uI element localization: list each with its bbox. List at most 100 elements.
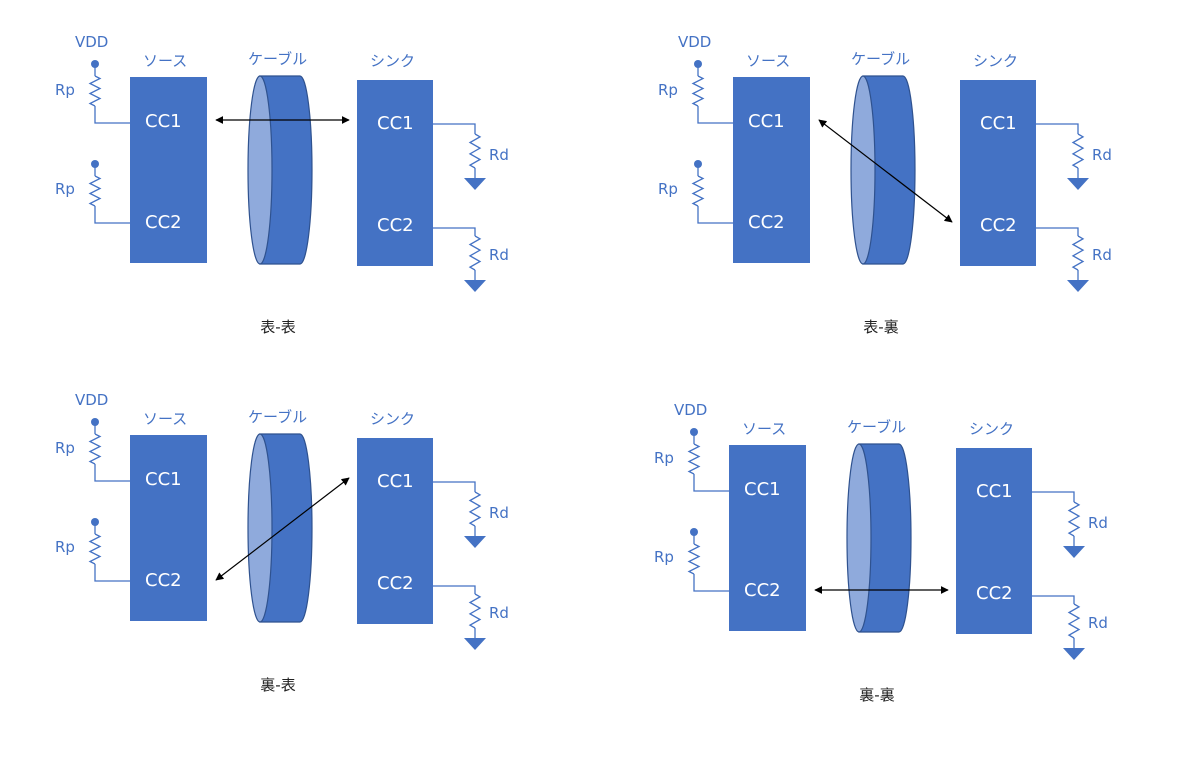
sink-label: シンク xyxy=(969,420,1014,438)
rp1-resistor xyxy=(88,75,102,107)
ground-2-icon xyxy=(464,280,486,292)
ground-2-icon xyxy=(464,638,486,650)
sink-block xyxy=(357,80,433,266)
sink-label: シンク xyxy=(370,52,415,70)
source-label: ソース xyxy=(143,410,187,428)
rp1-resistor xyxy=(691,75,705,107)
cable-label: ケーブル xyxy=(248,50,307,68)
rd1-label: Rd xyxy=(1092,146,1112,164)
vdd-label: VDD xyxy=(674,401,707,419)
rd1-wire-top xyxy=(1036,123,1079,134)
rp2-label: Rp xyxy=(55,180,75,198)
connection-arrow xyxy=(818,119,953,223)
source-block xyxy=(130,77,207,263)
rd1-resistor xyxy=(468,491,482,527)
panel-caption: 表-表 xyxy=(260,318,295,336)
sink-cc2-label: CC2 xyxy=(980,215,1017,236)
sink-cc1-label: CC1 xyxy=(377,113,414,134)
ground-1-icon xyxy=(464,536,486,548)
panel-1: VDDソースCC1CC2RpRpケーブルシンクCC1CC2RdRd表-表 xyxy=(55,33,509,336)
sink-cc1-label: CC1 xyxy=(976,481,1013,502)
rp1-wire-cc1 xyxy=(693,474,729,492)
rp2-wire-cc2 xyxy=(697,206,733,224)
rp1-label: Rp xyxy=(654,449,674,467)
cable-label: ケーブル xyxy=(248,408,307,426)
rd2-resistor xyxy=(468,593,482,629)
vdd-label: VDD xyxy=(75,33,108,51)
cable-label: ケーブル xyxy=(847,418,906,436)
sink-cc1-label: CC1 xyxy=(980,113,1017,134)
sink-block xyxy=(956,448,1032,634)
rp1-wire-cc1 xyxy=(697,106,733,124)
sink-cc1-label: CC1 xyxy=(377,471,414,492)
sink-label: シンク xyxy=(973,52,1018,70)
source-cc1-label: CC1 xyxy=(145,111,182,132)
rp2-label: Rp xyxy=(658,180,678,198)
source-label: ソース xyxy=(143,52,187,70)
ground-1-icon xyxy=(1063,546,1085,558)
ground-1-icon xyxy=(464,178,486,190)
rp1-wire-cc1 xyxy=(94,464,130,482)
rp2-resistor xyxy=(88,533,102,565)
sink-block xyxy=(960,80,1036,266)
rp2-resistor xyxy=(687,543,701,575)
connection-arrow xyxy=(215,477,350,581)
rd1-label: Rd xyxy=(1088,514,1108,532)
source-cc2-label: CC2 xyxy=(748,212,785,233)
rd1-resistor xyxy=(1071,133,1085,169)
rp1-wire-cc1 xyxy=(94,106,130,124)
sink-cc2-label: CC2 xyxy=(377,215,414,236)
rd2-wire-top xyxy=(1032,595,1075,604)
panel-caption: 裏-裏 xyxy=(859,686,894,704)
source-block xyxy=(733,77,810,263)
rp2-wire-cc2 xyxy=(94,564,130,582)
rd2-resistor xyxy=(1071,235,1085,271)
ground-2-icon xyxy=(1067,280,1089,292)
rd1-resistor xyxy=(1067,501,1081,537)
cable-face xyxy=(247,75,273,265)
rd2-label: Rd xyxy=(1092,246,1112,264)
rd2-resistor xyxy=(1067,603,1081,639)
source-cc1-label: CC1 xyxy=(744,479,781,500)
vdd-label: VDD xyxy=(678,33,711,51)
rp2-wire-cc2 xyxy=(693,574,729,592)
sink-cc2-label: CC2 xyxy=(976,583,1013,604)
vdd-label: VDD xyxy=(75,391,108,409)
rd1-label: Rd xyxy=(489,146,509,164)
source-cc2-label: CC2 xyxy=(744,580,781,601)
source-block xyxy=(729,445,806,631)
cable-face xyxy=(247,433,273,623)
rp1-resistor xyxy=(88,433,102,465)
source-label: ソース xyxy=(746,52,790,70)
rp2-resistor xyxy=(691,175,705,207)
sink-label: シンク xyxy=(370,410,415,428)
rp2-resistor xyxy=(88,175,102,207)
rd2-wire-top xyxy=(433,585,476,594)
panel-caption: 表-裏 xyxy=(863,318,898,336)
source-cc1-label: CC1 xyxy=(145,469,182,490)
rd1-wire-top xyxy=(1032,491,1075,502)
ground-1-icon xyxy=(1067,178,1089,190)
rd2-label: Rd xyxy=(1088,614,1108,632)
rp1-label: Rp xyxy=(55,81,75,99)
source-block xyxy=(130,435,207,621)
cable-body xyxy=(858,443,912,633)
rd2-resistor xyxy=(468,235,482,271)
sink-cc2-label: CC2 xyxy=(377,573,414,594)
rd2-wire-top xyxy=(433,227,476,236)
rd1-wire-top xyxy=(433,123,476,134)
rp1-label: Rp xyxy=(55,439,75,457)
rd2-label: Rd xyxy=(489,246,509,264)
panel-caption: 裏-表 xyxy=(260,676,295,694)
sink-block xyxy=(357,438,433,624)
source-cc2-label: CC2 xyxy=(145,212,182,233)
cable-face xyxy=(850,75,876,265)
rp2-label: Rp xyxy=(55,538,75,556)
source-label: ソース xyxy=(742,420,786,438)
source-cc2-label: CC2 xyxy=(145,570,182,591)
panel-3: VDDソースCC1CC2RpRpケーブルシンクCC1CC2RdRd裏-表 xyxy=(55,391,509,694)
rp1-label: Rp xyxy=(658,81,678,99)
rd2-label: Rd xyxy=(489,604,509,622)
rd1-wire-top xyxy=(433,481,476,492)
